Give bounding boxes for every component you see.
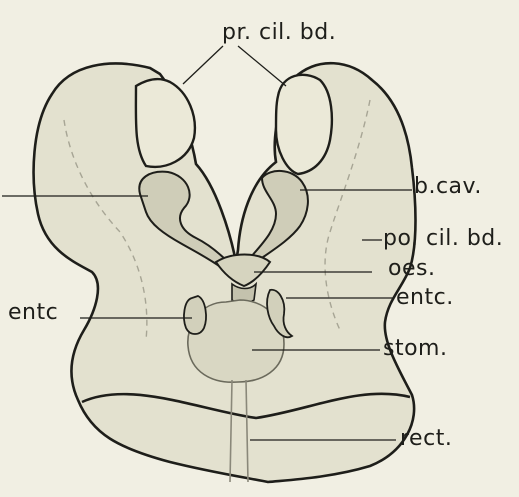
label-entc-right: entc.	[396, 287, 454, 309]
label-stom: stom.	[383, 338, 447, 360]
left-enterocoel	[184, 296, 206, 334]
label-pr-cil-bd: pr. cil. bd.	[222, 22, 336, 44]
leader-pr-cil-bd-left	[183, 46, 223, 84]
label-rect: rect.	[400, 428, 452, 450]
right-preoral-band	[276, 75, 332, 174]
label-oes: oes.	[388, 258, 435, 280]
label-b-cav: b.cav.	[414, 176, 482, 198]
leader-pr-cil-bd-right	[238, 46, 286, 86]
label-entc-left: entc	[8, 302, 58, 324]
label-po-cil-bd: po. cil. bd.	[383, 228, 503, 250]
left-preoral-band	[136, 79, 195, 167]
